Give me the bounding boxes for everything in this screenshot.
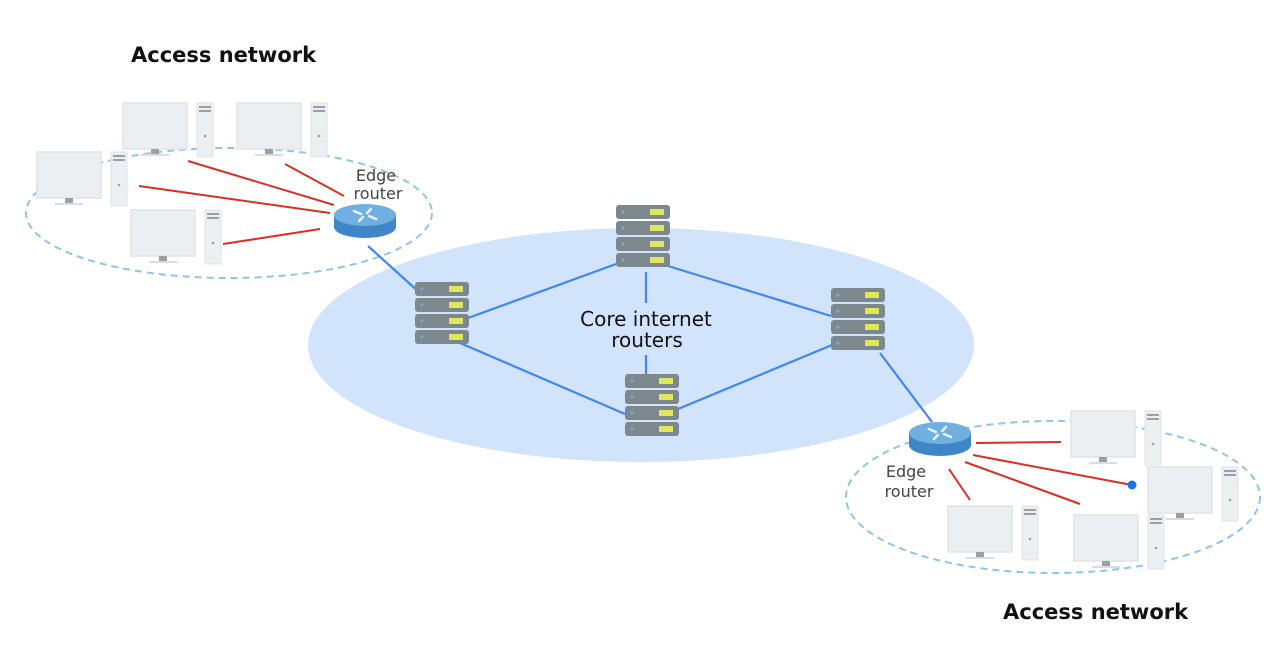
- computer-top-4: [130, 209, 222, 265]
- computer-top-3: [36, 151, 128, 207]
- edge-router-label-top-line1: Edge: [356, 166, 396, 185]
- packet-dot: [1127, 480, 1137, 490]
- core-links: [367, 245, 933, 423]
- access-network-label-top: Access network: [131, 43, 317, 67]
- access-links-top: [138, 160, 345, 245]
- edge-router-bottom-right: [907, 420, 973, 458]
- computer-bottom-2: [1147, 466, 1239, 522]
- link-core-top-to-core-right: [667, 264, 832, 318]
- link-edge-top-to-core-left: [367, 245, 421, 294]
- computer-bottom-1: [1070, 410, 1162, 466]
- core-routers-label-line2: routers: [611, 328, 682, 352]
- link-core-bottom-to-core-right: [677, 343, 833, 411]
- edge-router-top-left: [332, 202, 398, 240]
- computer-bottom-4: [1073, 514, 1165, 570]
- link-core-left-to-core-top: [467, 262, 617, 320]
- access-network-boundary-top: [25, 147, 433, 279]
- computer-top-2: [236, 102, 328, 158]
- access-network-label-bottom: Access network: [1003, 600, 1189, 624]
- core-network-cloud: [308, 228, 974, 462]
- computer-bottom-3: [947, 505, 1039, 561]
- link-core-left-to-core-bottom: [459, 341, 626, 416]
- access-network-boundary-bottom: [845, 420, 1261, 574]
- core-routers-label-line1: Core internet: [580, 307, 712, 331]
- link-core-right-to-edge-bottom: [879, 352, 933, 423]
- edge-router-label-bottom-line1: Edge: [886, 462, 926, 481]
- edge-router-label-top-line2: router: [354, 184, 403, 203]
- edge-router-label-bottom-line2: router: [885, 482, 934, 501]
- access-links-bottom: [948, 441, 1133, 505]
- computer-top-1: [122, 102, 214, 158]
